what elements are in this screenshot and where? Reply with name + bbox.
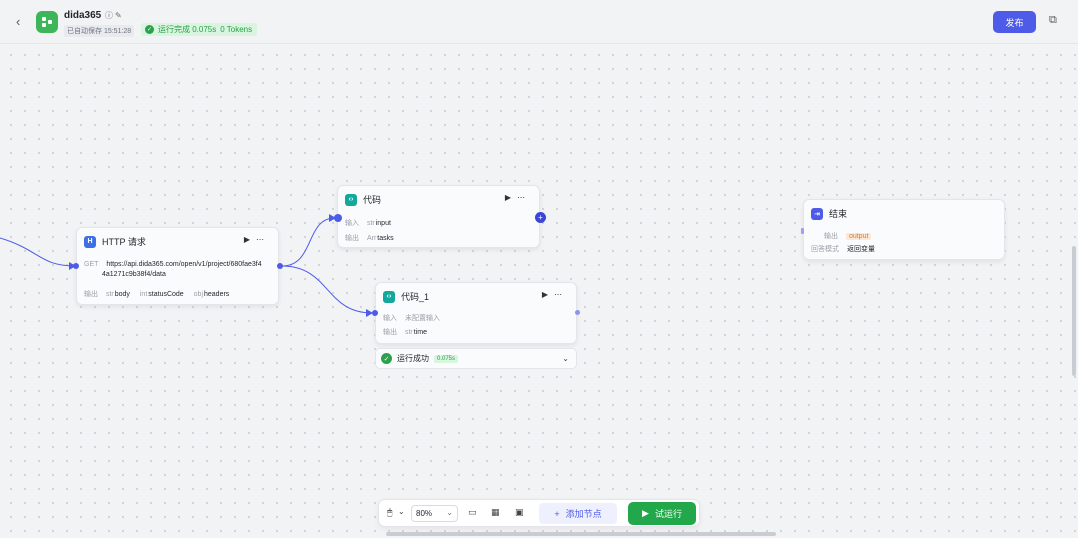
edge-arrow — [329, 214, 336, 222]
run-node-icon[interactable]: ▶ — [243, 235, 256, 244]
node-title: HTTP 请求 — [102, 237, 146, 247]
app-title: dida365 — [64, 10, 102, 21]
check-circle-icon: ✓ — [145, 25, 154, 34]
edit-icon[interactable]: ✎ — [115, 11, 124, 20]
input-handle[interactable] — [372, 310, 378, 316]
run-node-icon[interactable]: ▶ — [504, 193, 517, 202]
workflow-app-icon — [36, 11, 58, 33]
run-result-label: 运行成功 — [397, 354, 429, 363]
input-handle[interactable] — [73, 263, 79, 269]
answer-mode-value: 返回变量 — [846, 246, 875, 253]
edge-http-code — [281, 217, 336, 267]
info-icon[interactable]: ⓘ — [105, 11, 115, 20]
more-icon[interactable]: ⋯ — [256, 235, 270, 244]
run-result-time: 0.075s — [434, 354, 459, 363]
chevron-down-icon: ⌄ — [446, 508, 453, 517]
input-handle[interactable] — [334, 214, 342, 222]
add-node-button[interactable]: + 添加节点 — [539, 503, 617, 524]
run-status-text: 运行完成 0.075s — [158, 25, 217, 34]
run-result-bar[interactable]: ✓ 运行成功 0.075s ⌄ — [375, 348, 577, 369]
layout-icon[interactable]: ▦ — [491, 507, 500, 517]
plus-icon: + — [554, 508, 560, 519]
more-icon[interactable]: ⋯ — [517, 193, 531, 202]
publish-button[interactable]: 发布 — [993, 11, 1036, 33]
http-method: GET — [84, 261, 99, 268]
output-var: statusCode — [148, 291, 184, 298]
mouse-mode-icon[interactable]: 🖱 — [387, 507, 393, 517]
output-var: body — [114, 291, 130, 298]
input-handle[interactable] — [801, 228, 804, 234]
code-1-node[interactable]: ‹› 代码_1 ▶⋯ 输入 未配置输入 输出 strtime — [375, 282, 577, 344]
horizontal-scrollbar[interactable] — [386, 532, 776, 536]
autosave-status: 已自动保存 15:51:28 — [64, 25, 135, 37]
output-var: time — [413, 329, 427, 336]
input-unconfigured: 未配置输入 — [404, 315, 440, 322]
more-icon[interactable]: ⋯ — [554, 290, 568, 299]
vertical-scrollbar[interactable] — [1072, 246, 1076, 376]
code-icon: ‹› — [383, 290, 395, 303]
token-count: 0 Tokens — [220, 25, 253, 34]
http-icon: H — [84, 235, 96, 248]
node-title: 结束 — [829, 209, 848, 219]
output-handle[interactable] — [575, 310, 580, 315]
output-var: headers — [204, 291, 230, 298]
output-label: 输出 — [84, 291, 98, 298]
output-var: tasks — [377, 235, 394, 242]
node-title: 代码_1 — [401, 292, 430, 302]
output-handle[interactable] — [277, 263, 283, 269]
version-history-icon[interactable]: ⧉ — [1049, 14, 1057, 26]
http-request-node[interactable]: H HTTP 请求 ▶⋯ GET https://api.dida365.com… — [76, 227, 279, 305]
end-flag-icon: ⇥ — [811, 207, 823, 220]
edge-http-code1 — [281, 265, 373, 314]
code-icon: ‹› — [345, 193, 357, 206]
canvas-toolbar: 🖱 ⌄ 80% ⌄ ▭ ▦ ▣ + 添加节点 ▶ 试运行 — [378, 499, 700, 527]
check-circle-icon: ✓ — [381, 353, 392, 364]
test-run-button[interactable]: ▶ 试运行 — [628, 502, 696, 525]
minimap-icon[interactable]: ▣ — [515, 507, 524, 517]
http-url-cont: 4a1271c9b38f4/data — [102, 271, 166, 278]
play-icon: ▶ — [642, 508, 649, 518]
http-url: https://api.dida365.com/open/v1/project/… — [106, 261, 262, 268]
add-next-node-icon[interactable]: + — [535, 212, 546, 223]
edge-arrow — [69, 262, 76, 270]
input-var: input — [375, 220, 391, 227]
code-node[interactable]: ‹› 代码 ▶⋯ 输入 strinput 输出 Arrtasks — [337, 185, 540, 248]
run-node-icon[interactable]: ▶ — [541, 290, 554, 299]
edge-start-http — [0, 237, 76, 267]
top-bar: ‹ dida365 ⓘ✎ 已自动保存 15:51:28 ✓ 运行完成 0.075… — [0, 0, 1078, 44]
chevron-down-icon[interactable]: ⌄ — [562, 354, 569, 363]
chevron-down-icon[interactable]: ⌄ — [398, 507, 405, 516]
zoom-value: 80% — [416, 509, 433, 518]
end-node[interactable]: ⇥ 结束 输出 output 回答模式 返回变量 — [803, 199, 1005, 260]
comment-icon[interactable]: ▭ — [468, 507, 477, 517]
node-title: 代码 — [363, 195, 382, 205]
run-status-badge: ✓ 运行完成 0.075s 0 Tokens — [141, 23, 258, 36]
output-variable-tag: output — [845, 233, 872, 240]
back-arrow-icon[interactable]: ‹ — [16, 14, 21, 29]
zoom-select[interactable]: 80% ⌄ — [411, 505, 458, 522]
edge-arrow — [366, 309, 373, 317]
